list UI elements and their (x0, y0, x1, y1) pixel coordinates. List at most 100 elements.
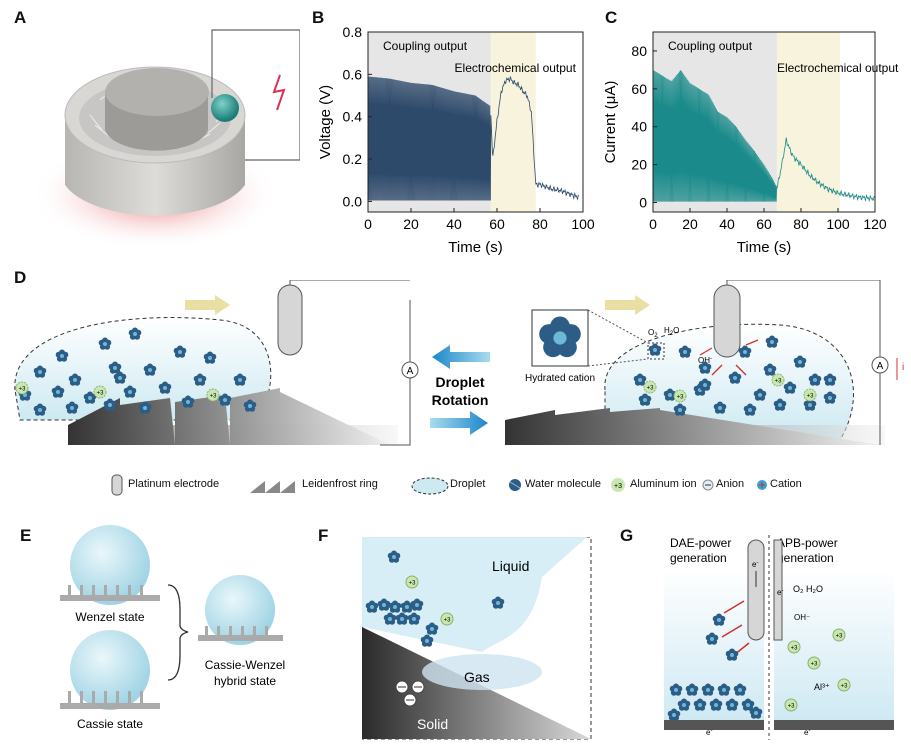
droplet-rotation-label-2: Rotation (432, 392, 489, 408)
panel-e: Wenzel state Cassie state Cassie-Wenzel … (60, 525, 285, 731)
aluminum-ion: +3 (93, 385, 107, 399)
svg-text:+3: +3 (775, 379, 783, 385)
g-electron-bottom-left: e- (706, 728, 712, 737)
electrode-g-left (747, 539, 765, 641)
svg-text:+3: +3 (647, 386, 655, 392)
solid-label: Solid (417, 716, 448, 732)
region-label-electrochemical: Electrochemical output (455, 61, 577, 75)
wenzel-label: Wenzel state (75, 610, 144, 624)
water-molecule-icon (509, 479, 521, 491)
aluminum-ion: +3 (837, 678, 851, 692)
panel-label-c: C (605, 8, 618, 27)
svg-text:+3: +3 (807, 394, 815, 400)
g-electron-bottom-right: e- (804, 728, 810, 737)
y-tick-label: 0.8 (343, 24, 363, 40)
o2-label: O2 (648, 328, 658, 339)
svg-text:+3: +3 (19, 387, 27, 393)
reaction-arrows (699, 339, 759, 376)
panel-label-g: G (620, 526, 634, 545)
region-label-electrochemical: Electrochemical output (777, 61, 899, 75)
aluminum-ion: +3 (787, 640, 801, 654)
droplet-right (604, 323, 854, 441)
y-tick-label: 0.2 (343, 151, 363, 167)
liquid-label: Liquid (492, 558, 529, 574)
svg-text:+3: +3 (788, 704, 796, 710)
region-1 (776, 32, 840, 212)
ammeter-label-right: A (877, 361, 884, 372)
svg-text:+3: +3 (841, 684, 849, 690)
apb-label-1: APB-power (777, 536, 838, 550)
y-tick-label: 0 (639, 195, 647, 211)
x-tick-label: 60 (756, 216, 772, 232)
legend-ring: Leidenfrost ring (302, 478, 378, 490)
electron-label-1: e- (752, 560, 758, 569)
apb-label-2: generation (777, 551, 834, 565)
svg-text:+3: +3 (210, 394, 218, 400)
g-o2-label: O₂ H₂O (793, 584, 823, 594)
svg-text:+3: +3 (97, 391, 105, 397)
electrode-icon (111, 474, 123, 496)
legend-electrode: Platinum electrode (128, 478, 220, 490)
center-cylinder (105, 68, 209, 116)
droplet-icon (411, 477, 449, 495)
legend-water: Water molecule (525, 478, 602, 490)
hydrated-cation-label: Hydrated cation (525, 373, 595, 384)
aluminum-ion: +3 (832, 628, 846, 642)
legend-droplet: Droplet (450, 478, 486, 490)
svg-text:+3: +3 (444, 618, 452, 624)
electrode-g-right (773, 539, 783, 641)
series-line (367, 75, 579, 202)
region-1 (490, 32, 536, 212)
rotation-arrow-forward (430, 411, 488, 435)
current-label: i (902, 362, 904, 373)
droplet-ball (211, 94, 239, 122)
direction-arrow-right (605, 295, 650, 315)
legend-anion: Anion (716, 478, 745, 490)
aluminum-ion: +3 (771, 373, 785, 387)
legend-aluminum: Aluminum ion (630, 478, 697, 490)
external-wire (211, 29, 300, 160)
x-tick-label: 80 (793, 216, 809, 232)
hybrid-label-1: Cassie-Wenzel (205, 658, 285, 672)
y-tick-label: 60 (631, 81, 647, 97)
svg-text:+3: +3 (614, 483, 622, 490)
gas-label: Gas (464, 669, 490, 685)
legend-cation: Cation (770, 478, 802, 490)
aluminum-ion: +3 (440, 612, 454, 626)
legend: +3 Platinum electrode Leidenfrost ring D… (110, 473, 910, 497)
panel-f: Liquid Gas Solid +3 +3 (362, 537, 592, 740)
electron-label-2: e- (777, 588, 783, 597)
panel-label-a: A (14, 8, 27, 27)
x-tick-label: 60 (489, 216, 505, 232)
direction-arrow-left (185, 295, 230, 315)
hybrid-label-2: hybrid state (214, 674, 276, 688)
aluminum-ion: +3 (803, 388, 817, 402)
x-tick-label: 120 (863, 216, 887, 232)
panel-label-f: F (318, 526, 329, 545)
svg-text:+3: +3 (836, 634, 844, 640)
electrode-right (713, 284, 741, 358)
aluminum-ion: +3 (807, 656, 821, 670)
aluminum-ion: +3 (643, 380, 657, 394)
dae-label-2: generation (670, 551, 727, 565)
x-tick-label: 20 (682, 216, 698, 232)
aluminum-ion-icon: +3 (611, 478, 625, 492)
x-tick-label: 100 (826, 216, 850, 232)
panel-d: A +3+3+3 Droplet Rotation A i Hydrated c… (14, 280, 904, 446)
y-tick-label: 40 (631, 119, 647, 135)
x-tick-label: 0 (649, 216, 657, 232)
x-tick-label: 80 (532, 216, 548, 232)
svg-text:+3: +3 (677, 395, 685, 401)
x-axis-label: Time (s) (737, 239, 791, 256)
aluminum-ion: +3 (15, 381, 29, 395)
svg-text:+3: +3 (811, 662, 819, 668)
svg-text:+3: +3 (409, 581, 417, 587)
hybrid-drop (205, 575, 275, 645)
aluminum-ion: +3 (405, 575, 419, 589)
lightning-icon (272, 74, 286, 111)
anion-icon (702, 479, 714, 491)
aluminum-ion: +3 (206, 388, 220, 402)
x-tick-label: 0 (364, 216, 372, 232)
x-axis-label: Time (s) (448, 239, 502, 256)
